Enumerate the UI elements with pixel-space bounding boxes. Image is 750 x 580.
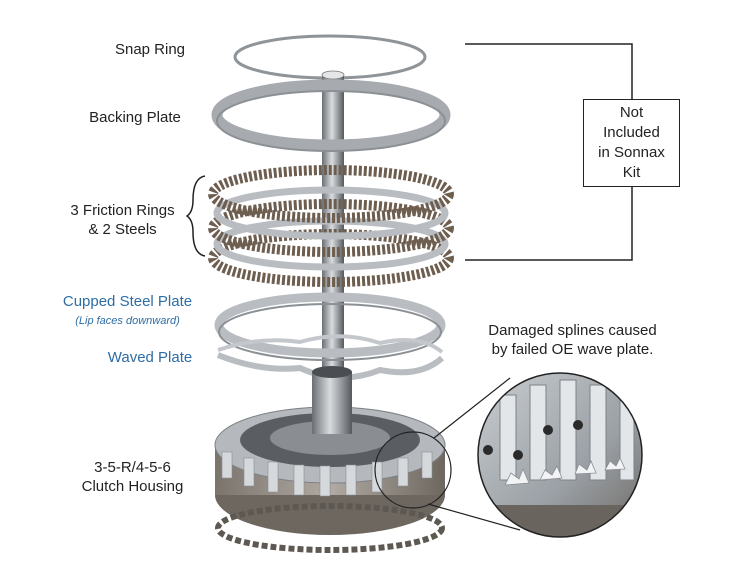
label-clutch-housing: 3-5-R/4-5-6 Clutch Housing xyxy=(65,458,200,496)
not-included-line2: Included xyxy=(603,124,660,141)
label-backing-plate: Backing Plate xyxy=(89,109,181,126)
label-waved-plate: Waved Plate xyxy=(107,349,193,366)
label-friction-line1: 3 Friction Rings xyxy=(70,202,175,219)
label-housing-line2: Clutch Housing xyxy=(81,478,184,495)
label-damaged-line2: by failed OE wave plate. xyxy=(491,341,654,358)
label-cupped-note: (Lip faces downward) xyxy=(75,315,180,327)
cupped-steel-plate xyxy=(214,292,446,361)
label-damaged-splines: Damaged splines caused by failed OE wave… xyxy=(465,321,680,359)
backing-plate xyxy=(211,79,451,152)
label-housing-line1: 3-5-R/4-5-6 xyxy=(94,459,171,476)
not-included-line4: Kit xyxy=(622,164,641,181)
not-included-line3: in Sonnax xyxy=(598,144,665,161)
clutch-housing xyxy=(214,366,446,553)
friction-bracket xyxy=(185,175,206,257)
friction-stack xyxy=(208,165,454,287)
label-friction-rings: 3 Friction Rings & 2 Steels xyxy=(60,201,185,239)
label-snap-ring: Snap Ring xyxy=(114,41,186,58)
not-included-box: Not Included in Sonnax Kit xyxy=(583,99,680,187)
label-damaged-line1: Damaged splines caused xyxy=(488,322,657,339)
damaged-splines-detail xyxy=(477,372,643,538)
bracket-lines xyxy=(465,43,633,261)
detail-callout-lines xyxy=(374,377,521,531)
label-cupped-steel-plate: Cupped Steel Plate xyxy=(62,293,193,310)
label-friction-line2: & 2 Steels xyxy=(88,221,157,238)
not-included-line1: Not xyxy=(619,104,644,121)
